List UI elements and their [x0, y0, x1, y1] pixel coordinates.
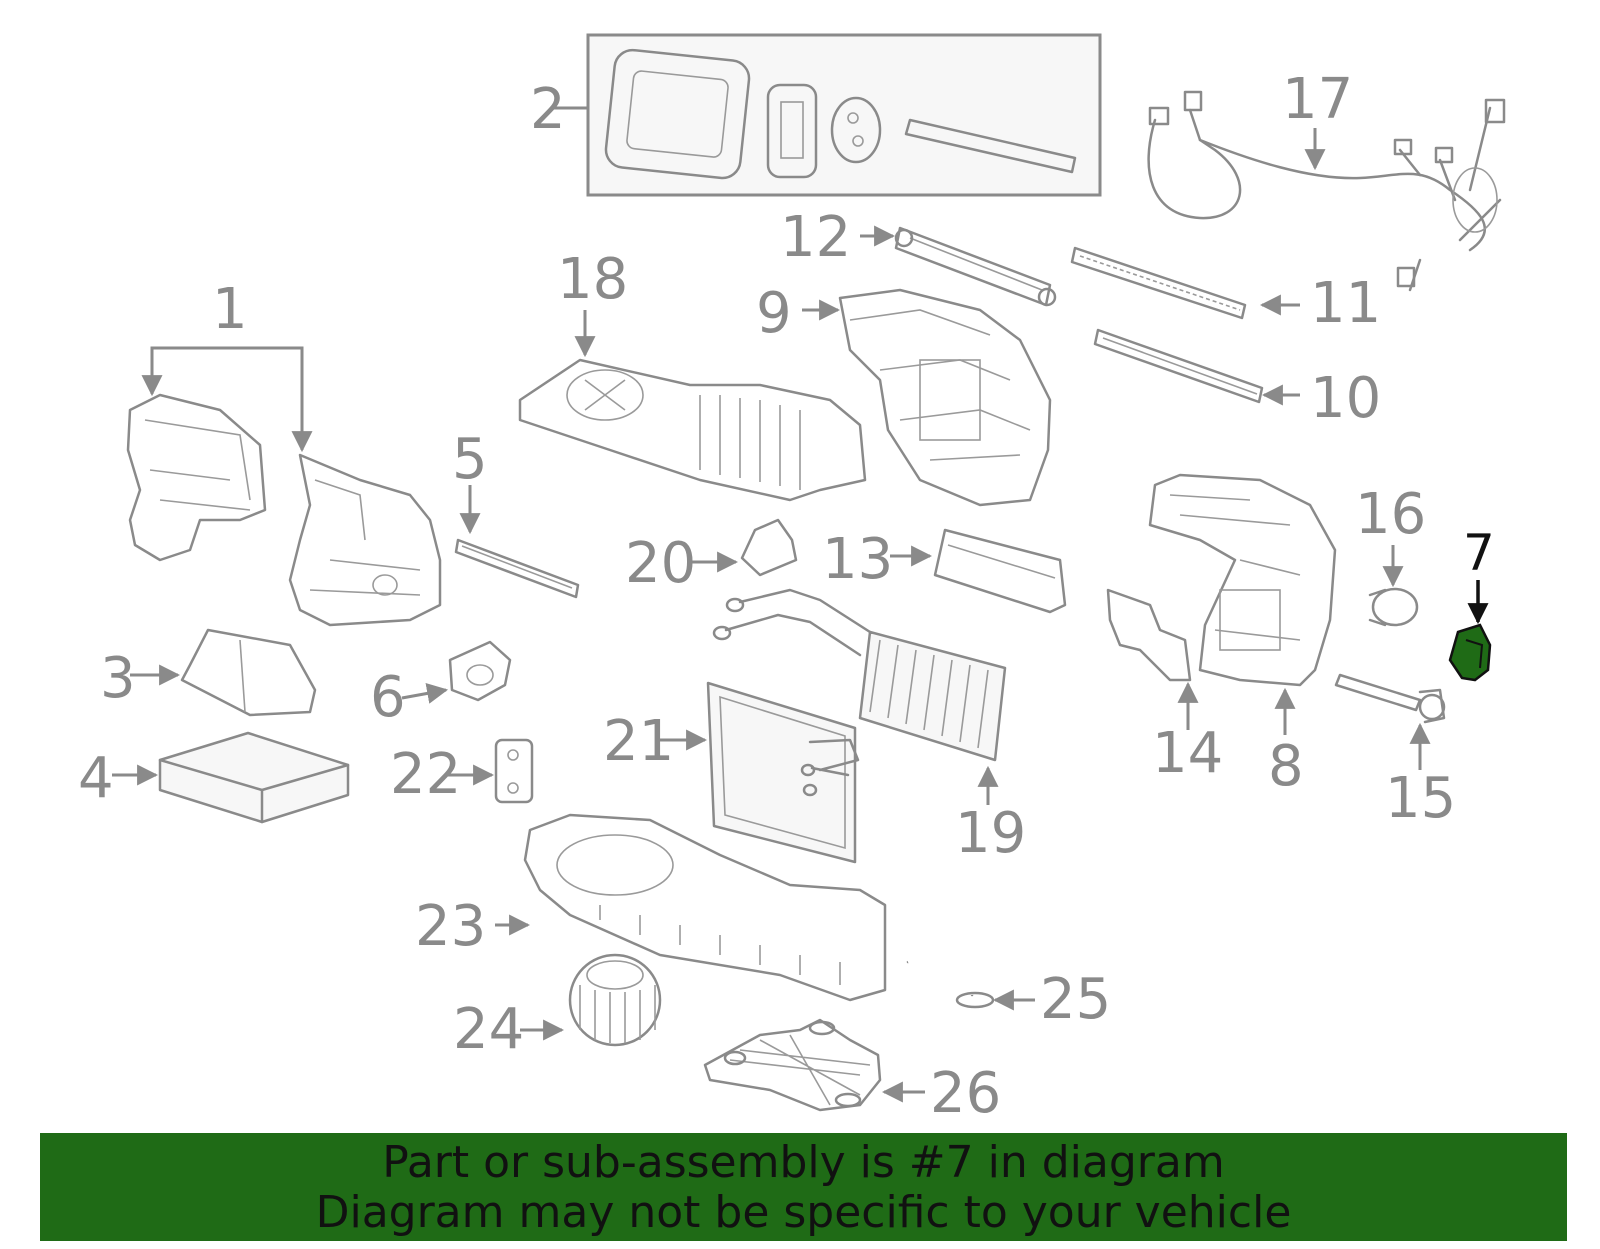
- callout-24: 24: [453, 997, 524, 1062]
- callout-18: 18: [557, 247, 628, 312]
- part-8-housing[interactable]: [1148, 473, 1337, 735]
- callout-21: 21: [603, 709, 674, 774]
- part-26-mount-plate[interactable]: [703, 1018, 925, 1112]
- part-10[interactable]: [1093, 328, 1300, 406]
- part-13[interactable]: [890, 528, 1067, 614]
- part-6-sensor[interactable]: [401, 640, 512, 704]
- part-2-seal-kit[interactable]: [553, 33, 1102, 197]
- part-7-highlighted-actuator[interactable]: [1448, 580, 1492, 682]
- callout-16: 16: [1355, 482, 1426, 547]
- callout-13: 13: [822, 527, 893, 592]
- part-24-blower-motor[interactable]: [520, 953, 662, 1047]
- part-20-bracket[interactable]: [690, 518, 798, 577]
- callout-6: 6: [370, 665, 406, 730]
- callout-15: 15: [1385, 766, 1456, 831]
- part-16-actuator[interactable]: [1368, 545, 1419, 627]
- callout-8: 8: [1268, 734, 1304, 799]
- callout-20: 20: [625, 531, 696, 596]
- part-9-upper-housing[interactable]: [802, 288, 1052, 507]
- callout-2: 2: [530, 77, 566, 142]
- part-1-case-assembly[interactable]: [126, 346, 442, 627]
- part-11[interactable]: [1070, 246, 1300, 320]
- callout-5: 5: [452, 427, 488, 492]
- part-19-heater-core[interactable]: [712, 588, 1007, 805]
- part-25-drain-hose[interactable]: [906, 953, 1035, 1011]
- part-22-expansion-valve[interactable]: [448, 738, 534, 804]
- callout-4: 4: [78, 746, 114, 811]
- callout-11: 11: [1310, 271, 1381, 336]
- part-3-cover[interactable]: [130, 628, 317, 717]
- callout-14: 14: [1152, 721, 1223, 786]
- callout-7: 7: [1463, 524, 1495, 582]
- part-5[interactable]: [454, 485, 580, 599]
- callout-26: 26: [930, 1061, 1001, 1126]
- banner-line-1: Part or sub-assembly is #7 in diagram: [382, 1137, 1225, 1188]
- callout-1: 1: [212, 277, 248, 342]
- callout-9: 9: [756, 281, 792, 346]
- part-23-blower-case[interactable]: [495, 813, 887, 1002]
- part-12[interactable]: [860, 225, 1057, 307]
- callout-17: 17: [1282, 67, 1353, 132]
- part-21-evaporator[interactable]: [660, 681, 860, 864]
- callout-12: 12: [780, 205, 851, 270]
- callout-19: 19: [955, 801, 1026, 866]
- callout-22: 22: [390, 742, 461, 807]
- part-15-shaft[interactable]: [1334, 673, 1446, 770]
- part-4-cabin-filter[interactable]: [112, 731, 350, 824]
- banner-line-2: Diagram may not be specific to your vehi…: [315, 1187, 1292, 1238]
- callout-25: 25: [1040, 967, 1111, 1032]
- part-14[interactable]: [1106, 588, 1199, 730]
- callout-10: 10: [1310, 366, 1381, 431]
- part-17-wiring-harness[interactable]: [1147, 90, 1506, 292]
- part-18-lower-case[interactable]: [518, 310, 867, 502]
- callout-3: 3: [100, 646, 136, 711]
- info-banner: Part or sub-assembly is #7 in diagram Di…: [40, 1133, 1567, 1241]
- callout-23: 23: [415, 894, 486, 959]
